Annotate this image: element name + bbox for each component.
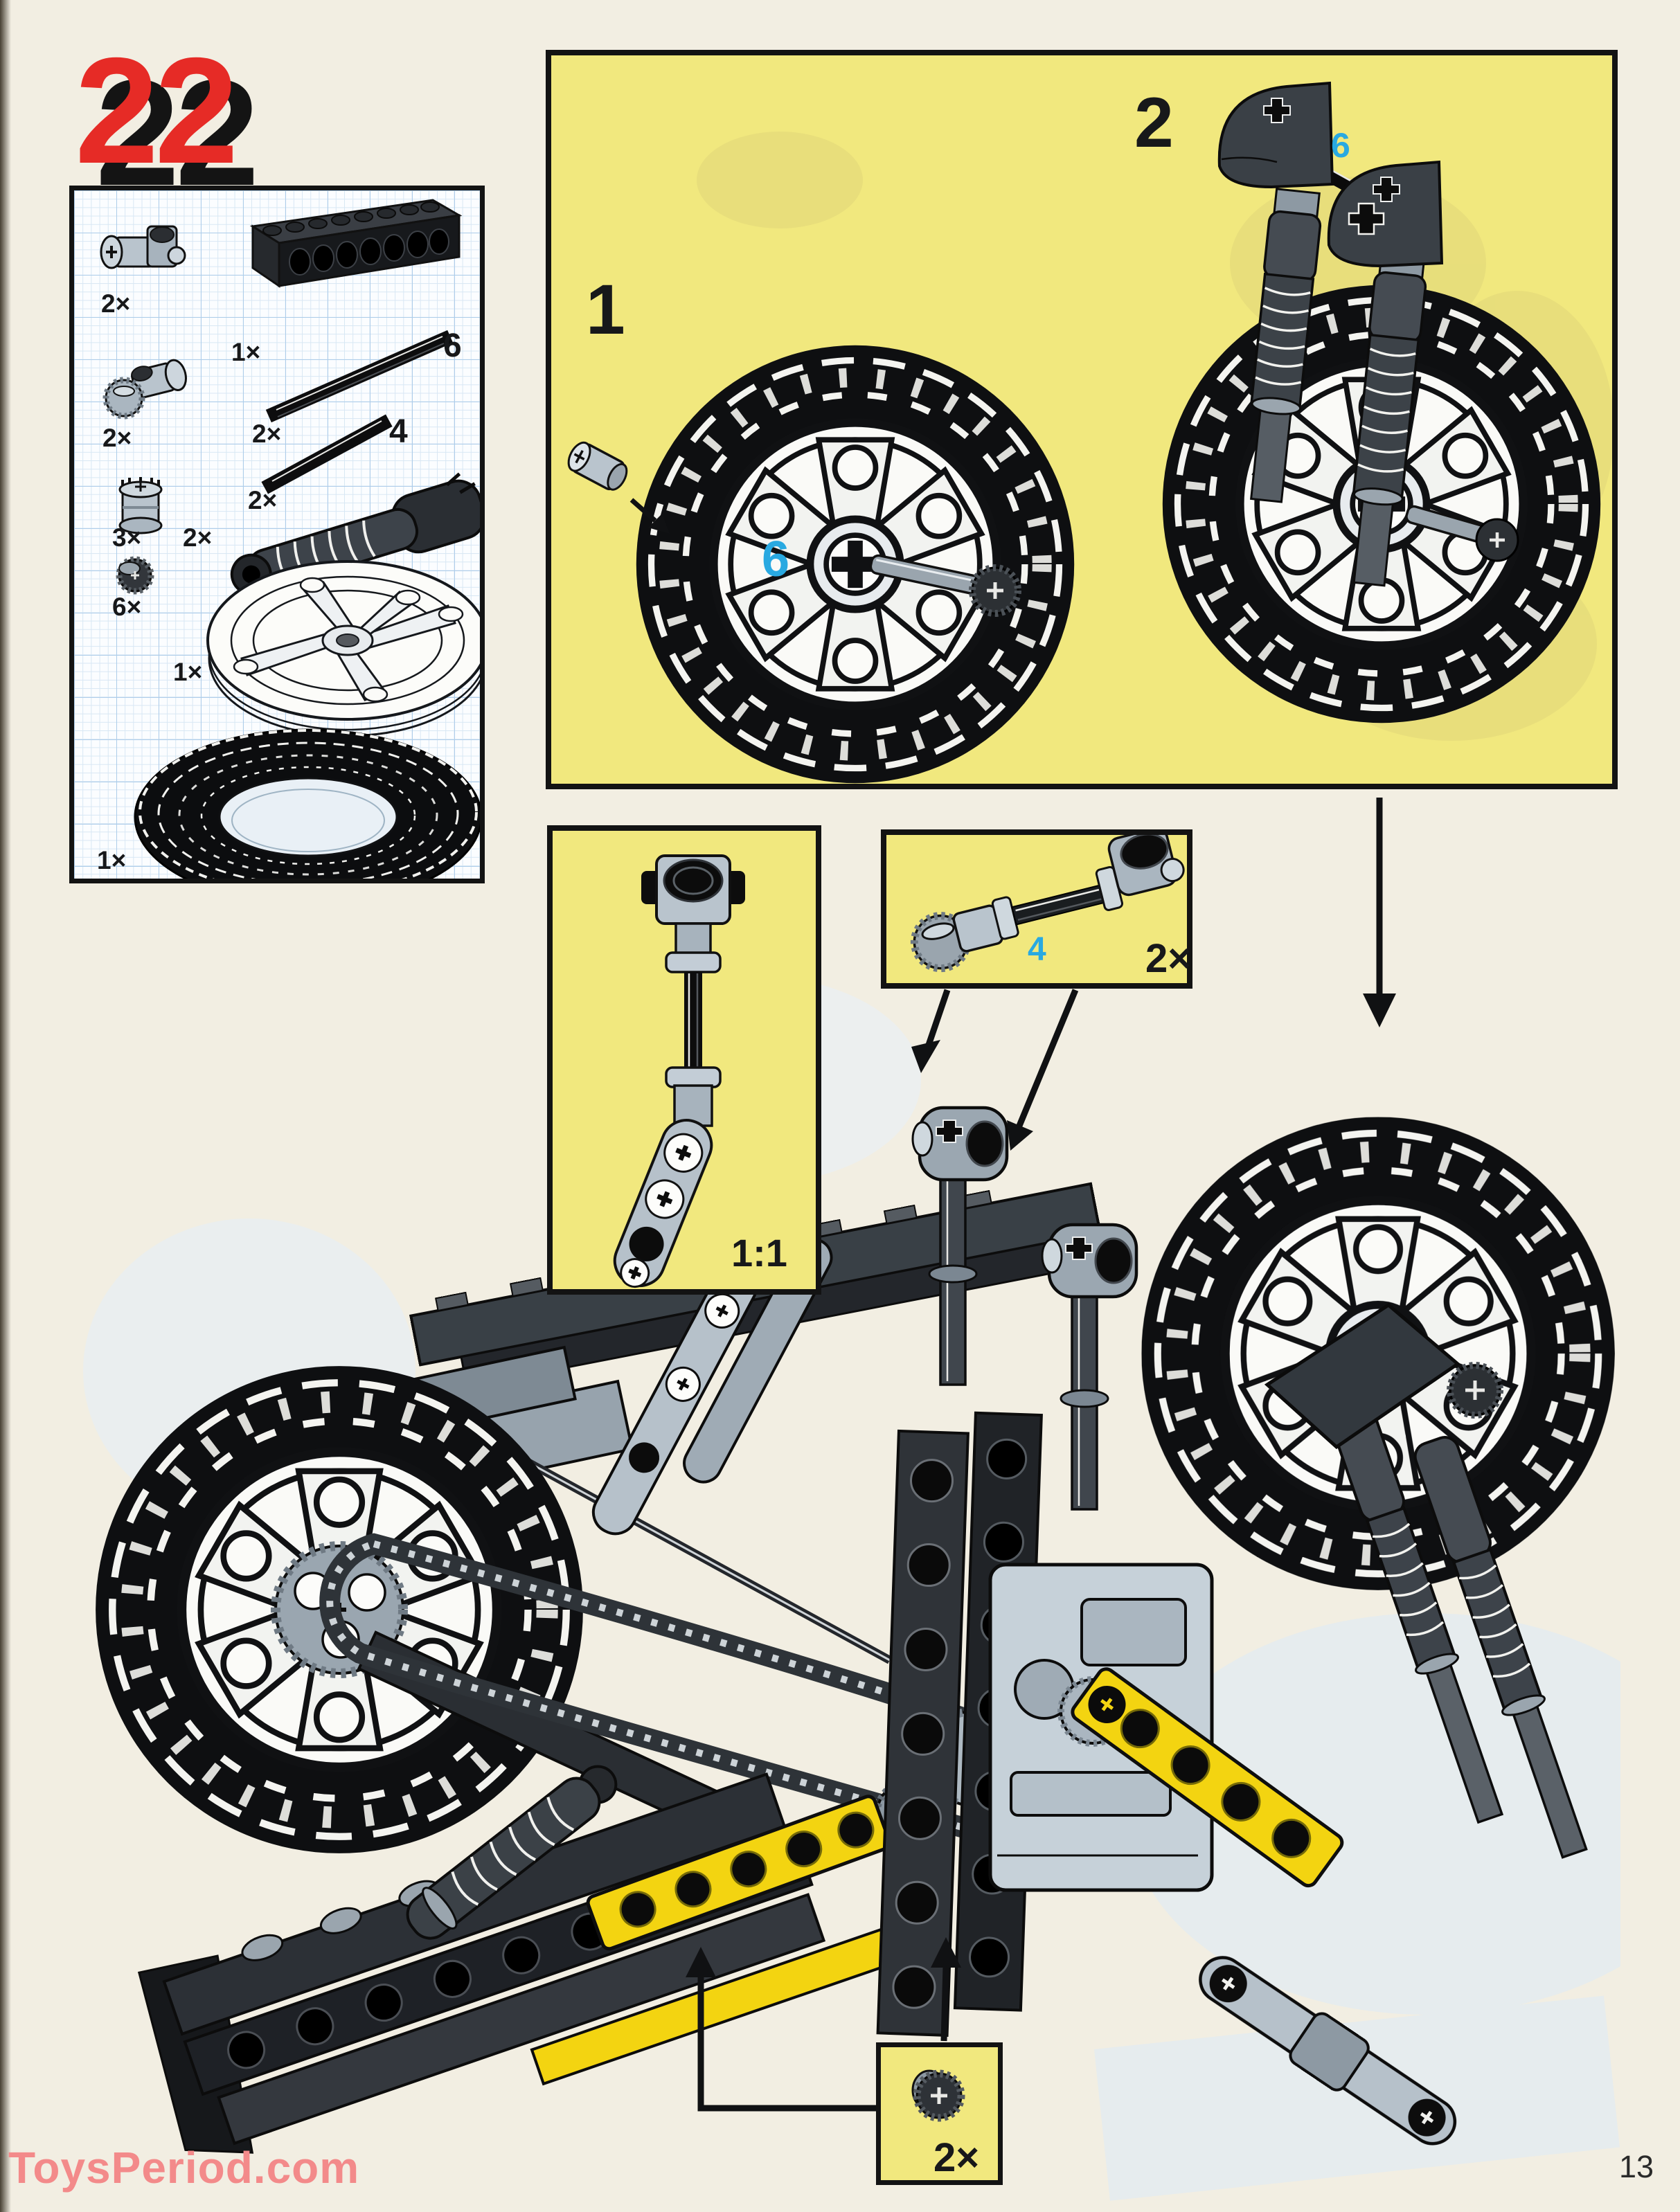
- axle4-subassembly: [910, 835, 1185, 973]
- substep2-bevel-gear-cross: [1490, 532, 1505, 548]
- substep1-wheel: [636, 345, 1074, 783]
- substep2-fork-head-front: [1327, 160, 1444, 268]
- steering-link-2: [1041, 1223, 1138, 1511]
- qty-label-axle4: 2×: [248, 486, 278, 514]
- scale-1to1-label: 1:1: [731, 1231, 787, 1275]
- part-axle-4-icon: [261, 414, 393, 494]
- scan-edge: [0, 0, 11, 2212]
- watermark: ToysPeriod.com: [8, 2143, 360, 2193]
- qty-label-shock: 2×: [183, 523, 213, 552]
- part-axle-joiner-icon: [100, 225, 186, 269]
- part-axle-6-icon: [265, 330, 454, 423]
- main-assembly-art: [83, 798, 1620, 2201]
- qty-label-tire: 1×: [97, 846, 127, 874]
- page-number: 13: [1619, 2149, 1654, 2184]
- size-label-axle4: 4: [389, 413, 408, 450]
- part-gear-icon: [116, 556, 154, 595]
- yellow-beam-bottom: [586, 1795, 891, 1951]
- part-toggle-gear-icon: [102, 359, 187, 420]
- size-label-axle6: 6: [443, 327, 462, 364]
- parts-inventory-art: [100, 199, 480, 879]
- callout-arrows: [686, 798, 1396, 2112]
- qty-label-toggle-gear: 2×: [102, 424, 132, 452]
- part-bush-icon: [118, 477, 163, 534]
- substep2-fork-tube-front: [1352, 249, 1427, 587]
- yellow-beam-right: [1071, 1667, 1344, 1888]
- steering-link-actual-size: [613, 854, 745, 1288]
- gray-link-arms: [591, 1237, 833, 1536]
- substep1-bush: [567, 441, 628, 491]
- step-diagram-art: [567, 81, 1612, 784]
- steering-link-1: [911, 1106, 1009, 1386]
- axle4-callout-size-label: 4: [1028, 931, 1046, 968]
- substep1-label: 1: [586, 270, 625, 349]
- qty-label-axle-joiner: 2×: [101, 289, 131, 318]
- gear-callout-art: [911, 2069, 965, 2122]
- qty-label-brick: 1×: [231, 338, 261, 366]
- substep2-label: 2: [1134, 83, 1174, 162]
- steering-arm: [1199, 1956, 1457, 2146]
- substep2-fork-tube-rear: [1249, 188, 1322, 503]
- part-tire-icon: [134, 728, 480, 879]
- qty-label-gear: 6×: [112, 593, 142, 621]
- axle6-callout-substep1: 6: [762, 532, 790, 587]
- axle4-callout-qty: 2×: [1145, 936, 1192, 981]
- substep1-insert-arrow: [629, 498, 670, 534]
- scale-1to1-art: [613, 854, 745, 1288]
- qty-label-axle6: 2×: [252, 420, 282, 448]
- axle4-callout-art: [910, 835, 1185, 973]
- part-rim-icon: [206, 560, 480, 737]
- front-fork-tube-right: [1413, 1436, 1588, 1859]
- fork-crown: [1264, 1302, 1503, 1450]
- part-brick-1x8-icon: [249, 199, 463, 288]
- substep2-fork-head-rear: [1217, 81, 1334, 189]
- gear-callout-qty: 2×: [933, 2135, 980, 2180]
- gear-callout-icon: [911, 2069, 965, 2122]
- step-number: 22: [75, 27, 238, 195]
- substep1-bevel-gear: [969, 564, 1021, 617]
- qty-label-rim: 1×: [173, 658, 203, 686]
- qty-label-bush: 3×: [112, 523, 142, 552]
- axle6-callout-substep2: 6: [1331, 126, 1350, 165]
- rear-shock: [406, 1765, 618, 1940]
